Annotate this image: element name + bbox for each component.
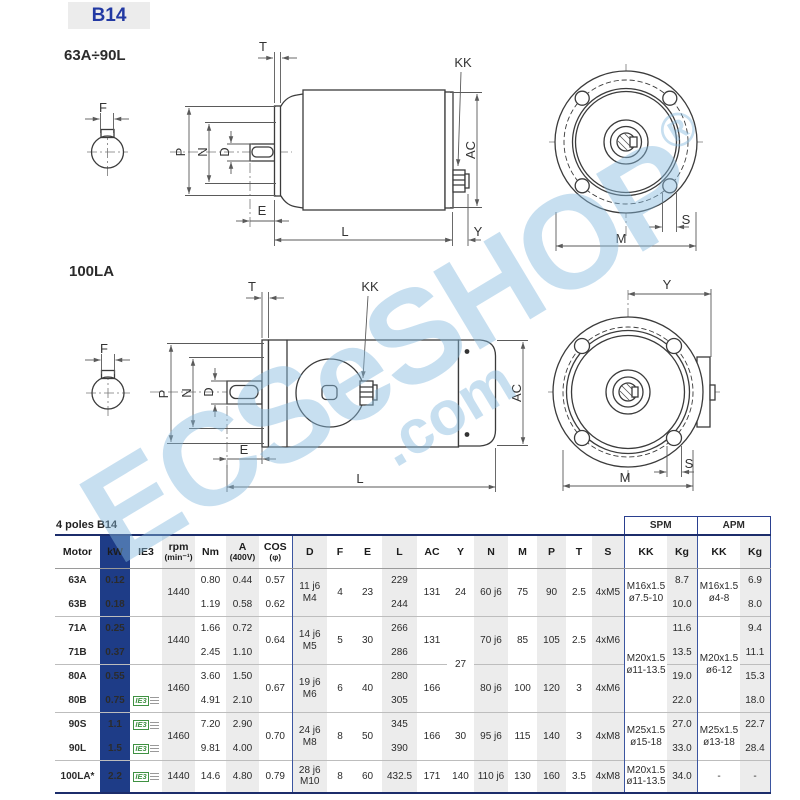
motor-side-view-2 — [226, 339, 497, 448]
table-row-100la: 100LA* 2.2 IE3 1440 14.6 4.80 0.79 28 j6… — [55, 760, 771, 794]
flange-front-view-2: Y M S — [552, 277, 716, 491]
dim-label-t2: T — [248, 279, 256, 294]
dim-label-n: N — [195, 147, 210, 156]
table-header-row: Motor kW IE3 rpm(min⁻¹) Nm A(400V) COS(φ… — [55, 533, 771, 569]
col-f: F — [327, 533, 353, 569]
ie3-efficiency-logo: IE3 — [133, 771, 159, 782]
dim-label-d: D — [217, 147, 232, 156]
col-rpm: rpm(min⁻¹) — [162, 533, 195, 569]
side-view-dimensions-2: P N D T KK AC E — [156, 279, 528, 492]
dim-label-ac2: AC — [509, 384, 524, 402]
col-d: D — [291, 533, 327, 569]
col-ie3: IE3 — [130, 533, 162, 569]
dim-label-n2: N — [179, 388, 194, 397]
mounting-type-badge: B14 — [68, 2, 150, 29]
dim-label-kk2: KK — [361, 279, 379, 294]
flange-front-view-1: M S — [554, 70, 698, 251]
dim-label-m2: M — [620, 470, 631, 485]
dim-label-kk: KK — [454, 55, 472, 70]
shaft-section-view: F — [85, 100, 129, 169]
dim-label-p: P — [173, 148, 188, 157]
ie3-efficiency-logo: IE3 — [133, 720, 159, 730]
col-ac: AC — [417, 533, 447, 569]
table-row-63b: 63B 0.18 1.19 0.58 0.62 244 10.0 8.0 — [55, 592, 771, 617]
dim-label-l2: L — [356, 471, 363, 486]
shaft-section-view-2: F — [85, 341, 130, 410]
column-group-header-row: SPM APM — [55, 516, 771, 535]
col-t: T — [566, 533, 592, 569]
col-p: P — [537, 533, 566, 569]
col-nm: Nm — [195, 533, 226, 569]
dim-label-ac: AC — [463, 141, 478, 159]
dim-label-f2: F — [100, 341, 108, 356]
dim-label-m: M — [616, 231, 627, 246]
table-row-90l: 90L 1.5 IE3 9.81 4.00 390 33.0 28.4 — [55, 736, 771, 761]
table-row-80b: 80B 0.75 IE3 4.91 2.10 305 22.0 18.0 — [55, 688, 771, 713]
dim-label-f: F — [99, 100, 107, 115]
dim-label-s2: S — [685, 456, 694, 471]
col-m: M — [508, 533, 537, 569]
col-kw: kW — [100, 533, 130, 569]
dim-label-p2: P — [156, 390, 171, 399]
col-apm-kg: Kg — [740, 533, 771, 569]
dim-label-y: Y — [474, 224, 483, 239]
dim-label-e: E — [258, 203, 267, 218]
ie3-efficiency-logo: IE3 — [133, 695, 159, 706]
table-caption: 4 poles B14 — [56, 519, 118, 531]
col-e: E — [353, 533, 382, 569]
frame-range-title: 63A÷90L — [64, 47, 126, 64]
dim-label-d2: D — [201, 387, 216, 396]
col-spm-kk: KK — [623, 533, 668, 569]
col-spm-kg: Kg — [667, 533, 698, 569]
dim-label-y2: Y — [663, 277, 672, 292]
col-l: L — [382, 533, 417, 569]
col-cos: COS(φ) — [259, 533, 292, 569]
frame-100la-title: 100LA — [69, 263, 115, 280]
technical-drawings: F P N — [85, 39, 720, 492]
col-n: N — [474, 533, 508, 569]
col-y: Y — [447, 533, 474, 569]
table-row-71b: 71B 0.37 2.45 1.10 286 13.5 11.1 — [55, 640, 771, 665]
diagram-63a-90l: F P N — [85, 39, 703, 251]
group-header-spm: SPM — [623, 516, 698, 535]
group-header-apm: APM — [696, 516, 771, 535]
col-apm-kk: KK — [696, 533, 741, 569]
col-motor: Motor — [55, 533, 100, 569]
dimensions-table: SPM APM Motor kW IE3 rpm(min⁻¹) Nm A(400… — [55, 516, 771, 794]
motor-side-view — [249, 89, 470, 211]
ie3-efficiency-logo: IE3 — [133, 743, 159, 754]
dim-label-t: T — [259, 39, 267, 54]
diagram-100la: F P — [85, 277, 720, 492]
dim-label-s: S — [682, 212, 691, 227]
col-s: S — [592, 533, 625, 569]
dim-label-e2: E — [240, 442, 249, 457]
dim-label-l: L — [341, 224, 348, 239]
col-a: A(400V) — [226, 533, 259, 569]
side-view-dimensions-1: P N D T E L — [173, 39, 483, 246]
